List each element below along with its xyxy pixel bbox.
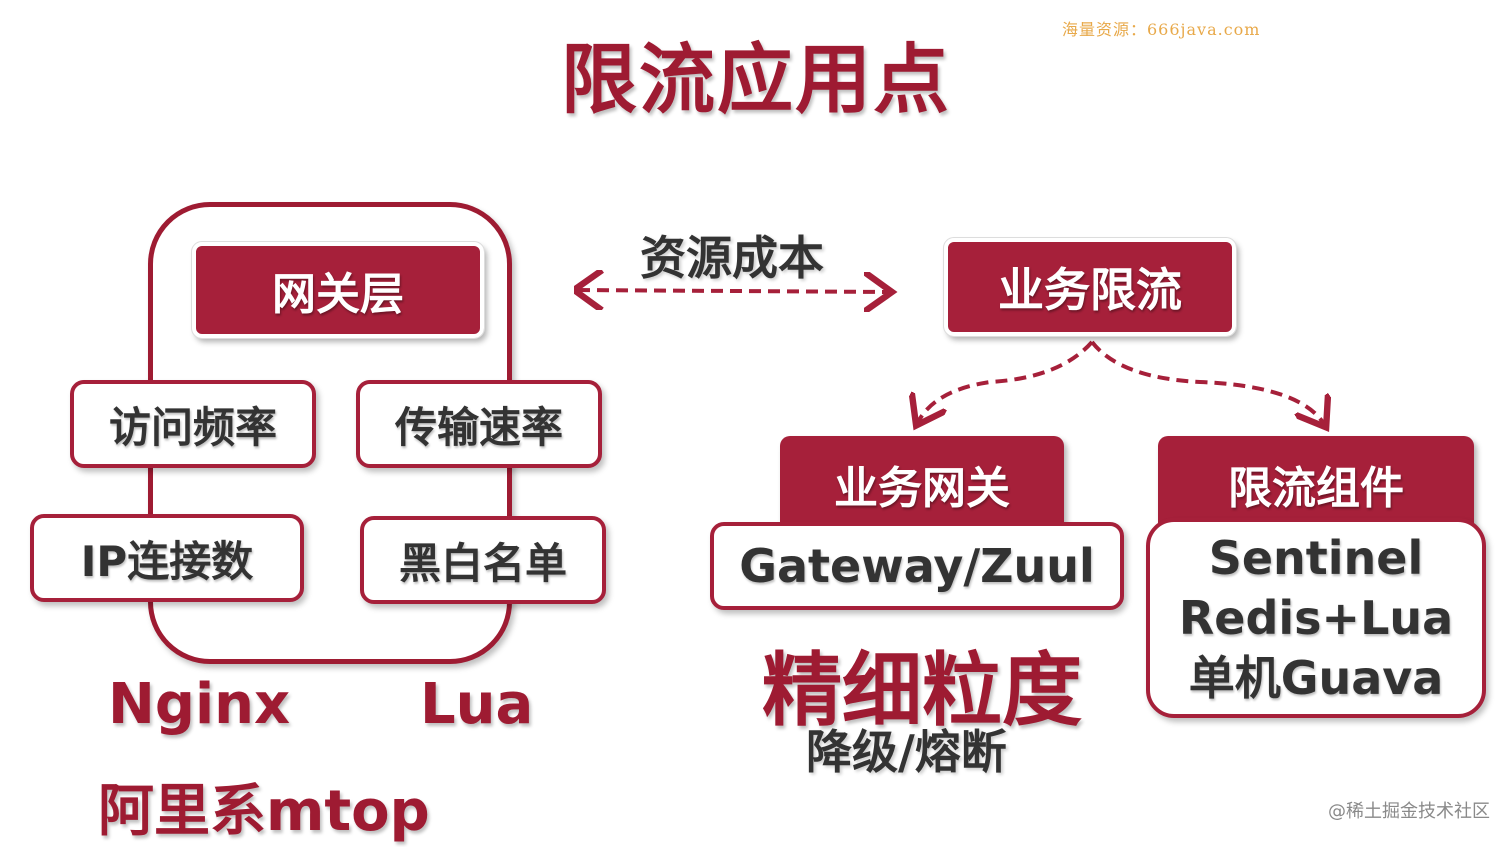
tech-lua: Lua xyxy=(420,672,534,737)
granularity-label: 精细粒度 xyxy=(762,644,1082,737)
gateway-layer-box: 网关层 xyxy=(191,241,485,339)
business-gateway-header: 业务网关 xyxy=(780,436,1064,532)
watermark-top: 海量资源：666java.com xyxy=(1062,20,1261,39)
limit-component-impl-box: Sentinel Redis+Lua 单机Guava xyxy=(1146,518,1486,718)
gateway-zuul-box: Gateway/Zuul xyxy=(710,522,1124,610)
transfer-rate-box: 传输速率 xyxy=(356,380,602,468)
access-frequency-box: 访问频率 xyxy=(70,380,316,468)
ip-connections-box: IP连接数 xyxy=(30,514,304,602)
fallback-label: 降级/熔断 xyxy=(806,725,1007,779)
limit-component-header: 限流组件 xyxy=(1158,436,1474,532)
branch-arrow-right xyxy=(1090,340,1324,424)
impl-guava: 单机Guava xyxy=(1188,651,1444,705)
tech-mtop: 阿里系mtop xyxy=(98,779,430,844)
page-title: 限流应用点 xyxy=(561,35,951,124)
resource-cost-arrow xyxy=(578,290,888,292)
resource-cost-label: 资源成本 xyxy=(640,231,824,285)
impl-redis-lua: Redis+Lua xyxy=(1178,591,1454,645)
business-limit-box: 业务限流 xyxy=(943,237,1237,337)
blacklist-whitelist-box: 黑白名单 xyxy=(360,516,606,604)
impl-sentinel: Sentinel xyxy=(1208,531,1424,585)
tech-nginx: Nginx xyxy=(108,672,291,737)
watermark-bottom: @稀土掘金技术社区 xyxy=(1328,801,1490,822)
branch-arrow-left xyxy=(918,340,1094,422)
